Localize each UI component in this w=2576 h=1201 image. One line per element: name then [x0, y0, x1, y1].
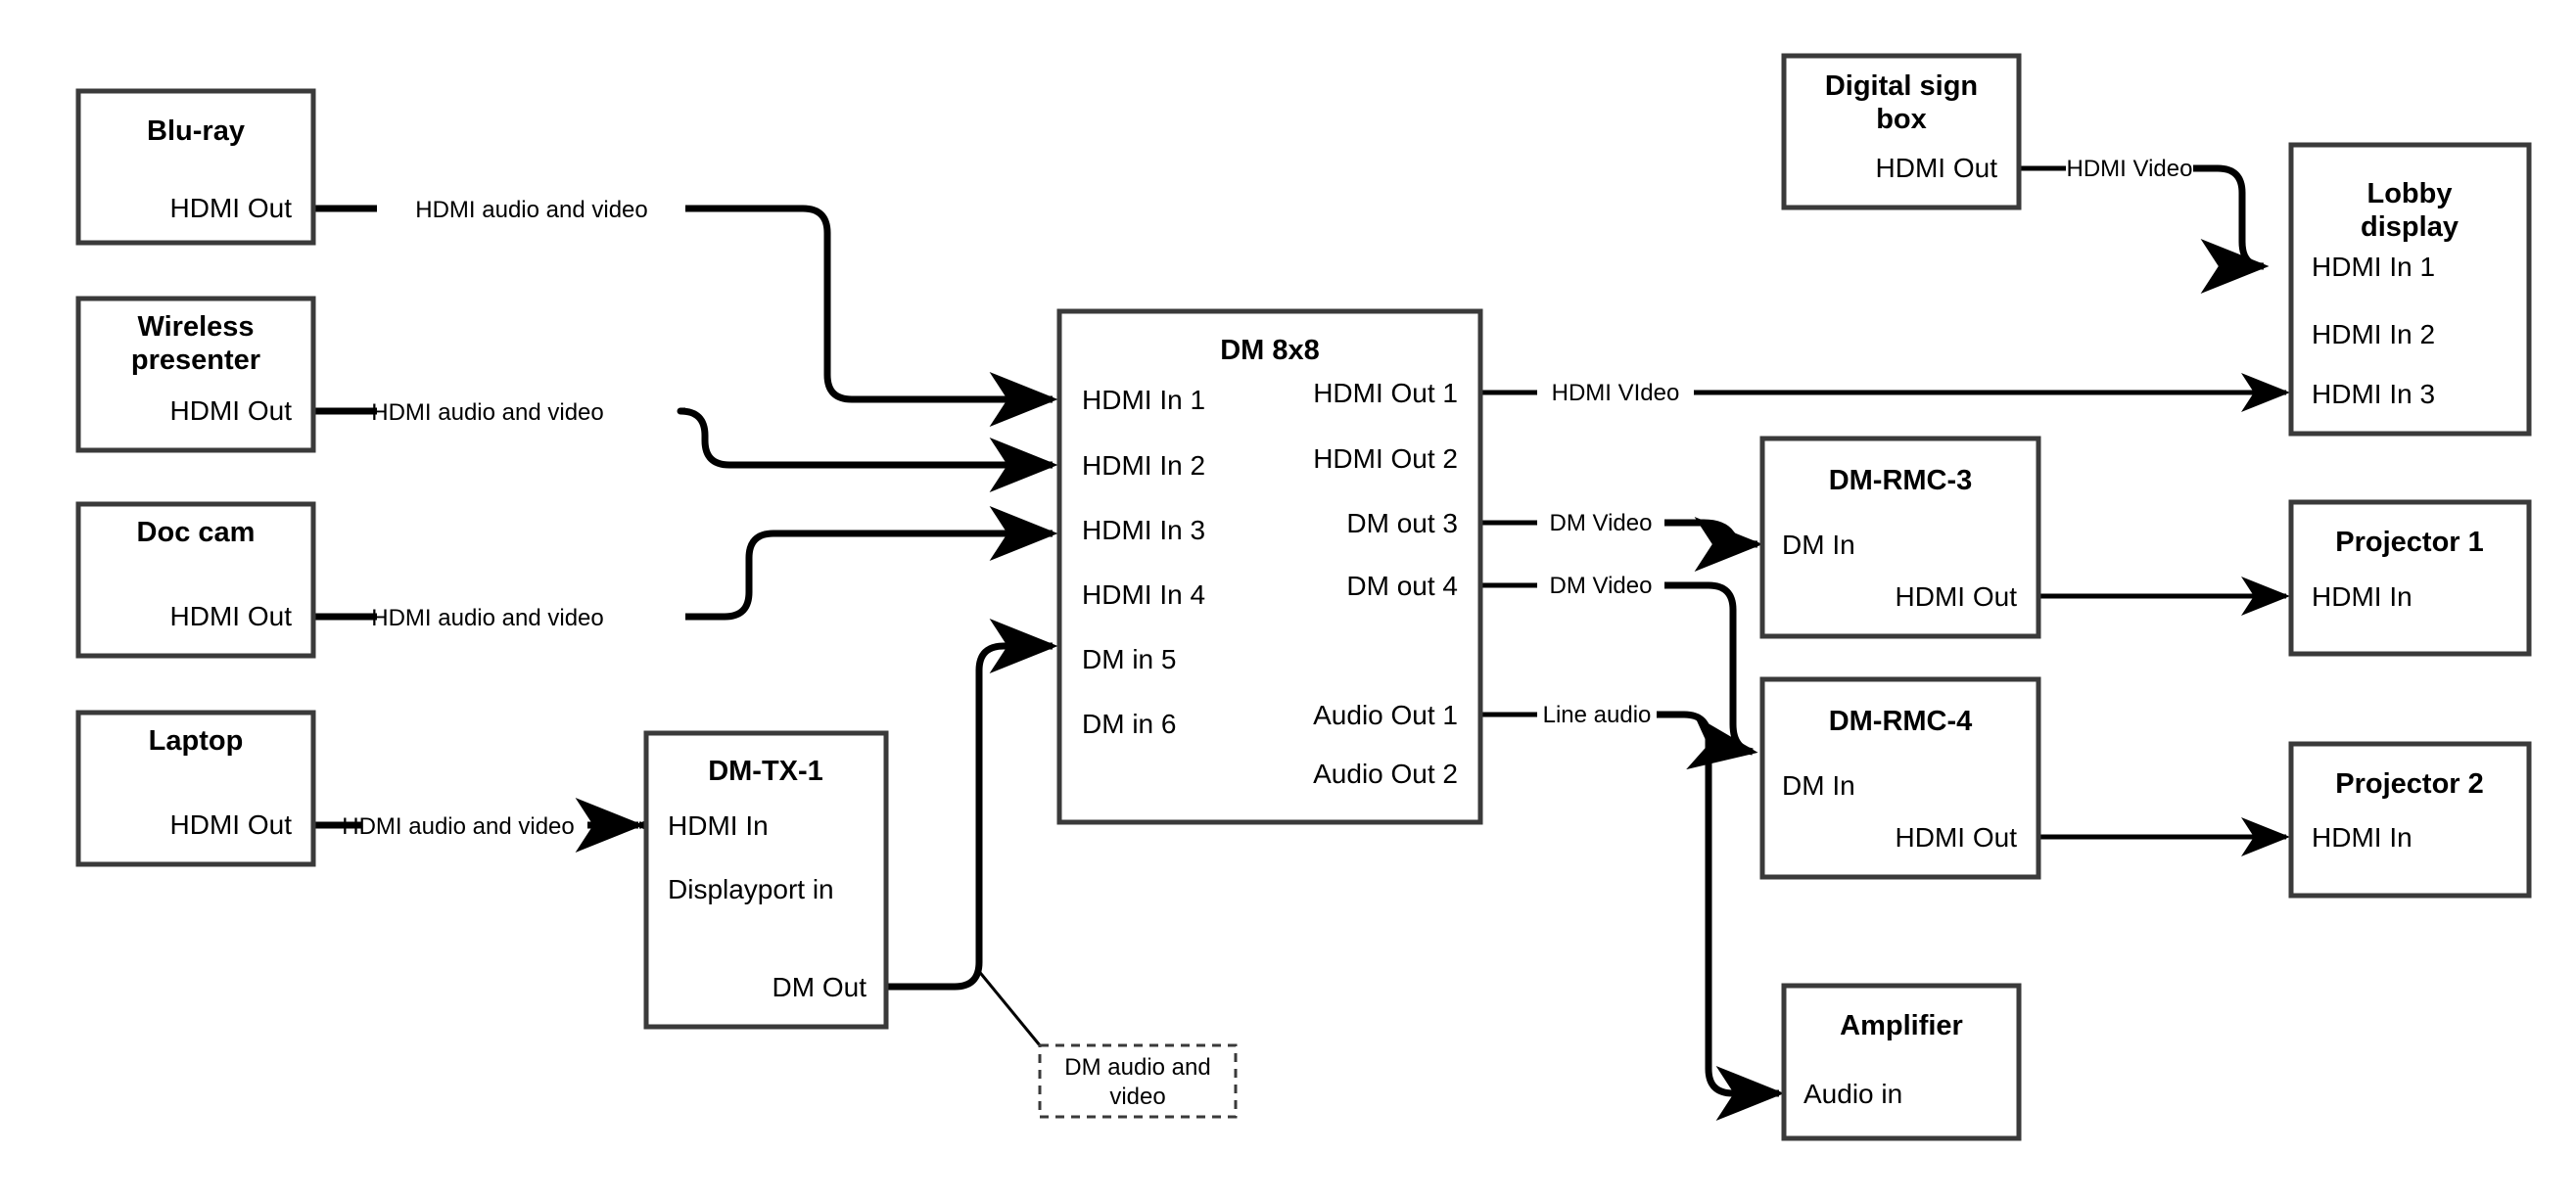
- node-doc-cam[interactable]: Doc cam HDMI Out: [75, 501, 316, 659]
- laptop-title: Laptop: [149, 725, 244, 757]
- edge-label-laptop-to-dmtx: HDMI audio and video: [342, 813, 574, 840]
- laptop-port-hdmi-out: HDMI Out: [170, 809, 293, 840]
- wire-wireless-to-dm-in2: [313, 411, 1053, 465]
- node-blu-ray[interactable]: Blu-ray HDMI Out: [75, 88, 316, 246]
- projector-2-title: Projector 2: [2335, 768, 2484, 800]
- note-leader-line: [975, 968, 1042, 1046]
- dm-rmc-3-port-dm-in: DM In: [1782, 530, 1855, 560]
- dm-8x8-box[interactable]: [1056, 308, 1483, 825]
- dm-audio-note-box: [1038, 1043, 1238, 1119]
- digital-sign-box-title-line1: Digital sign: [1825, 70, 1978, 102]
- dm-rmc-4-box[interactable]: [1759, 676, 2041, 880]
- wireless-presenter-title-line1: Wireless: [137, 311, 254, 343]
- node-digital-sign-box[interactable]: Digital sign box HDMI Out: [1781, 53, 2022, 210]
- node-projector-2[interactable]: Projector 2 HDMI In: [2288, 741, 2532, 899]
- projector-1-box[interactable]: [2288, 499, 2532, 657]
- projector-1-title: Projector 1: [2335, 527, 2484, 558]
- node-dm-rmc-4[interactable]: DM-RMC-4 DM In HDMI Out: [1759, 676, 2041, 880]
- dm-8x8-port-dm-out-3: DM out 3: [1346, 508, 1458, 538]
- dm-8x8-port-audio-out-1: Audio Out 1: [1313, 700, 1458, 730]
- dm-audio-note-line2: video: [1109, 1084, 1165, 1110]
- wire-bluray-to-dm-in1: [313, 205, 1053, 399]
- projector-2-port-hdmi-in: HDMI In: [2312, 822, 2412, 853]
- dm-8x8-port-audio-out-2: Audio Out 2: [1313, 759, 1458, 789]
- digital-sign-box-port-hdmi-out: HDMI Out: [1876, 153, 1998, 183]
- amplifier-box[interactable]: [1781, 983, 2022, 1141]
- doc-cam-title: Doc cam: [137, 517, 256, 548]
- lobby-display-box[interactable]: [2288, 142, 2532, 437]
- lobby-display-port-hdmi-in-1: HDMI In 1: [2312, 252, 2435, 282]
- digital-sign-box-title-line2: box: [1876, 104, 1927, 135]
- laptop-box[interactable]: [75, 710, 316, 867]
- wireless-presenter-box[interactable]: [75, 296, 316, 453]
- lobby-display-port-hdmi-in-2: HDMI In 2: [2312, 319, 2435, 349]
- wireless-presenter-title-line2: presenter: [131, 345, 260, 376]
- doc-cam-box[interactable]: [75, 501, 316, 659]
- blu-ray-port-hdmi-out: HDMI Out: [170, 193, 293, 223]
- doc-cam-port-hdmi-out: HDMI Out: [170, 601, 293, 631]
- dm-8x8-port-dm-in-5: DM in 5: [1082, 644, 1176, 674]
- node-projector-1[interactable]: Projector 1 HDMI In: [2288, 499, 2532, 657]
- dm-8x8-port-hdmi-out-1: HDMI Out 1: [1313, 378, 1458, 408]
- dm-rmc-3-port-hdmi-out: HDMI Out: [1896, 581, 2018, 612]
- wire-dm-out4-to-rmc4: [1664, 581, 1758, 770]
- dm-tx-1-port-hdmi-in: HDMI In: [668, 810, 769, 841]
- dm-8x8-port-dm-out-4: DM out 4: [1346, 571, 1458, 601]
- wire-dm-out3-to-rmc3: [1664, 516, 1763, 572]
- wireless-presenter-port-hdmi-out: HDMI Out: [170, 395, 293, 426]
- wire-sign-to-lobby-in1: [2193, 164, 2270, 294]
- lobby-display-port-hdmi-in-3: HDMI In 3: [2312, 379, 2435, 409]
- edge-label-dm-out1-to-lobby-in3: HDMI VIdeo: [1552, 380, 1680, 406]
- projector-1-port-hdmi-in: HDMI In: [2312, 581, 2412, 612]
- node-dm-rmc-3[interactable]: DM-RMC-3 DM In HDMI Out: [1759, 436, 2041, 639]
- dm-8x8-port-hdmi-in-3: HDMI In 3: [1082, 515, 1205, 545]
- wire-dmtx-to-dm-in5: [886, 619, 1058, 991]
- dm-rmc-4-port-dm-in: DM In: [1782, 770, 1855, 801]
- dm-8x8-port-dm-in-6: DM in 6: [1082, 709, 1176, 739]
- dm-8x8-port-hdmi-in-2: HDMI In 2: [1082, 450, 1205, 481]
- lobby-display-title-line1: Lobby: [2367, 178, 2453, 209]
- node-wireless-presenter[interactable]: Wireless presenter HDMI Out: [75, 296, 316, 453]
- dm-8x8-port-hdmi-in-4: HDMI In 4: [1082, 579, 1205, 610]
- wire-doccam-to-dm-in3: [313, 533, 1053, 621]
- note-dm-audio-and-video: DM audio and video: [1038, 1043, 1238, 1119]
- edge-label-dm-out4-to-rmc4: DM Video: [1550, 573, 1653, 599]
- blu-ray-box[interactable]: [75, 88, 316, 246]
- node-amplifier[interactable]: Amplifier Audio in: [1781, 983, 2022, 1141]
- edge-label-bluray-to-dm-in1: HDMI audio and video: [415, 197, 647, 223]
- dm-8x8-port-hdmi-in-1: HDMI In 1: [1082, 385, 1205, 415]
- edge-label-audio-out1-to-amp: Line audio: [1543, 702, 1652, 728]
- dm-tx-1-port-dm-out: DM Out: [773, 972, 867, 1002]
- amplifier-title: Amplifier: [1840, 1010, 1963, 1041]
- dm-rmc-4-port-hdmi-out: HDMI Out: [1896, 822, 2018, 853]
- dm-tx-1-title: DM-TX-1: [708, 756, 823, 787]
- dm-rmc-4-title: DM-RMC-4: [1829, 706, 1973, 737]
- dm-8x8-port-hdmi-out-2: HDMI Out 2: [1313, 443, 1458, 474]
- blu-ray-title: Blu-ray: [147, 115, 245, 147]
- edge-label-dm-out3-to-rmc3: DM Video: [1550, 510, 1653, 536]
- digital-sign-box-box[interactable]: [1781, 53, 2022, 210]
- dm-8x8-title: DM 8x8: [1220, 335, 1320, 366]
- wire-audio-out1-to-amp: [1657, 711, 1785, 1121]
- node-laptop[interactable]: Laptop HDMI Out: [75, 710, 316, 867]
- node-lobby-display[interactable]: Lobby display HDMI In 1 HDMI In 2 HDMI I…: [2288, 142, 2532, 437]
- edge-label-sign-to-lobby-in1: HDMI Video: [2067, 156, 2193, 182]
- node-dm-tx-1[interactable]: DM-TX-1 HDMI In Displayport in DM Out: [643, 730, 889, 1030]
- dm-tx-1-box[interactable]: [643, 730, 889, 1030]
- dm-rmc-3-title: DM-RMC-3: [1829, 465, 1973, 496]
- dm-audio-note-line1: DM audio and: [1064, 1054, 1210, 1081]
- edge-label-doccam-to-dm-in3: HDMI audio and video: [371, 605, 603, 631]
- projector-2-box[interactable]: [2288, 741, 2532, 899]
- dm-tx-1-port-displayport-in: Displayport in: [668, 874, 834, 904]
- dm-rmc-3-box[interactable]: [1759, 436, 2041, 639]
- lobby-display-title-line2: display: [2361, 211, 2459, 243]
- node-dm-8x8[interactable]: DM 8x8 HDMI In 1 HDMI In 2 HDMI In 3 HDM…: [1056, 308, 1483, 825]
- amplifier-port-audio-in: Audio in: [1803, 1079, 1902, 1109]
- edge-label-wireless-to-dm-in2: HDMI audio and video: [371, 399, 603, 426]
